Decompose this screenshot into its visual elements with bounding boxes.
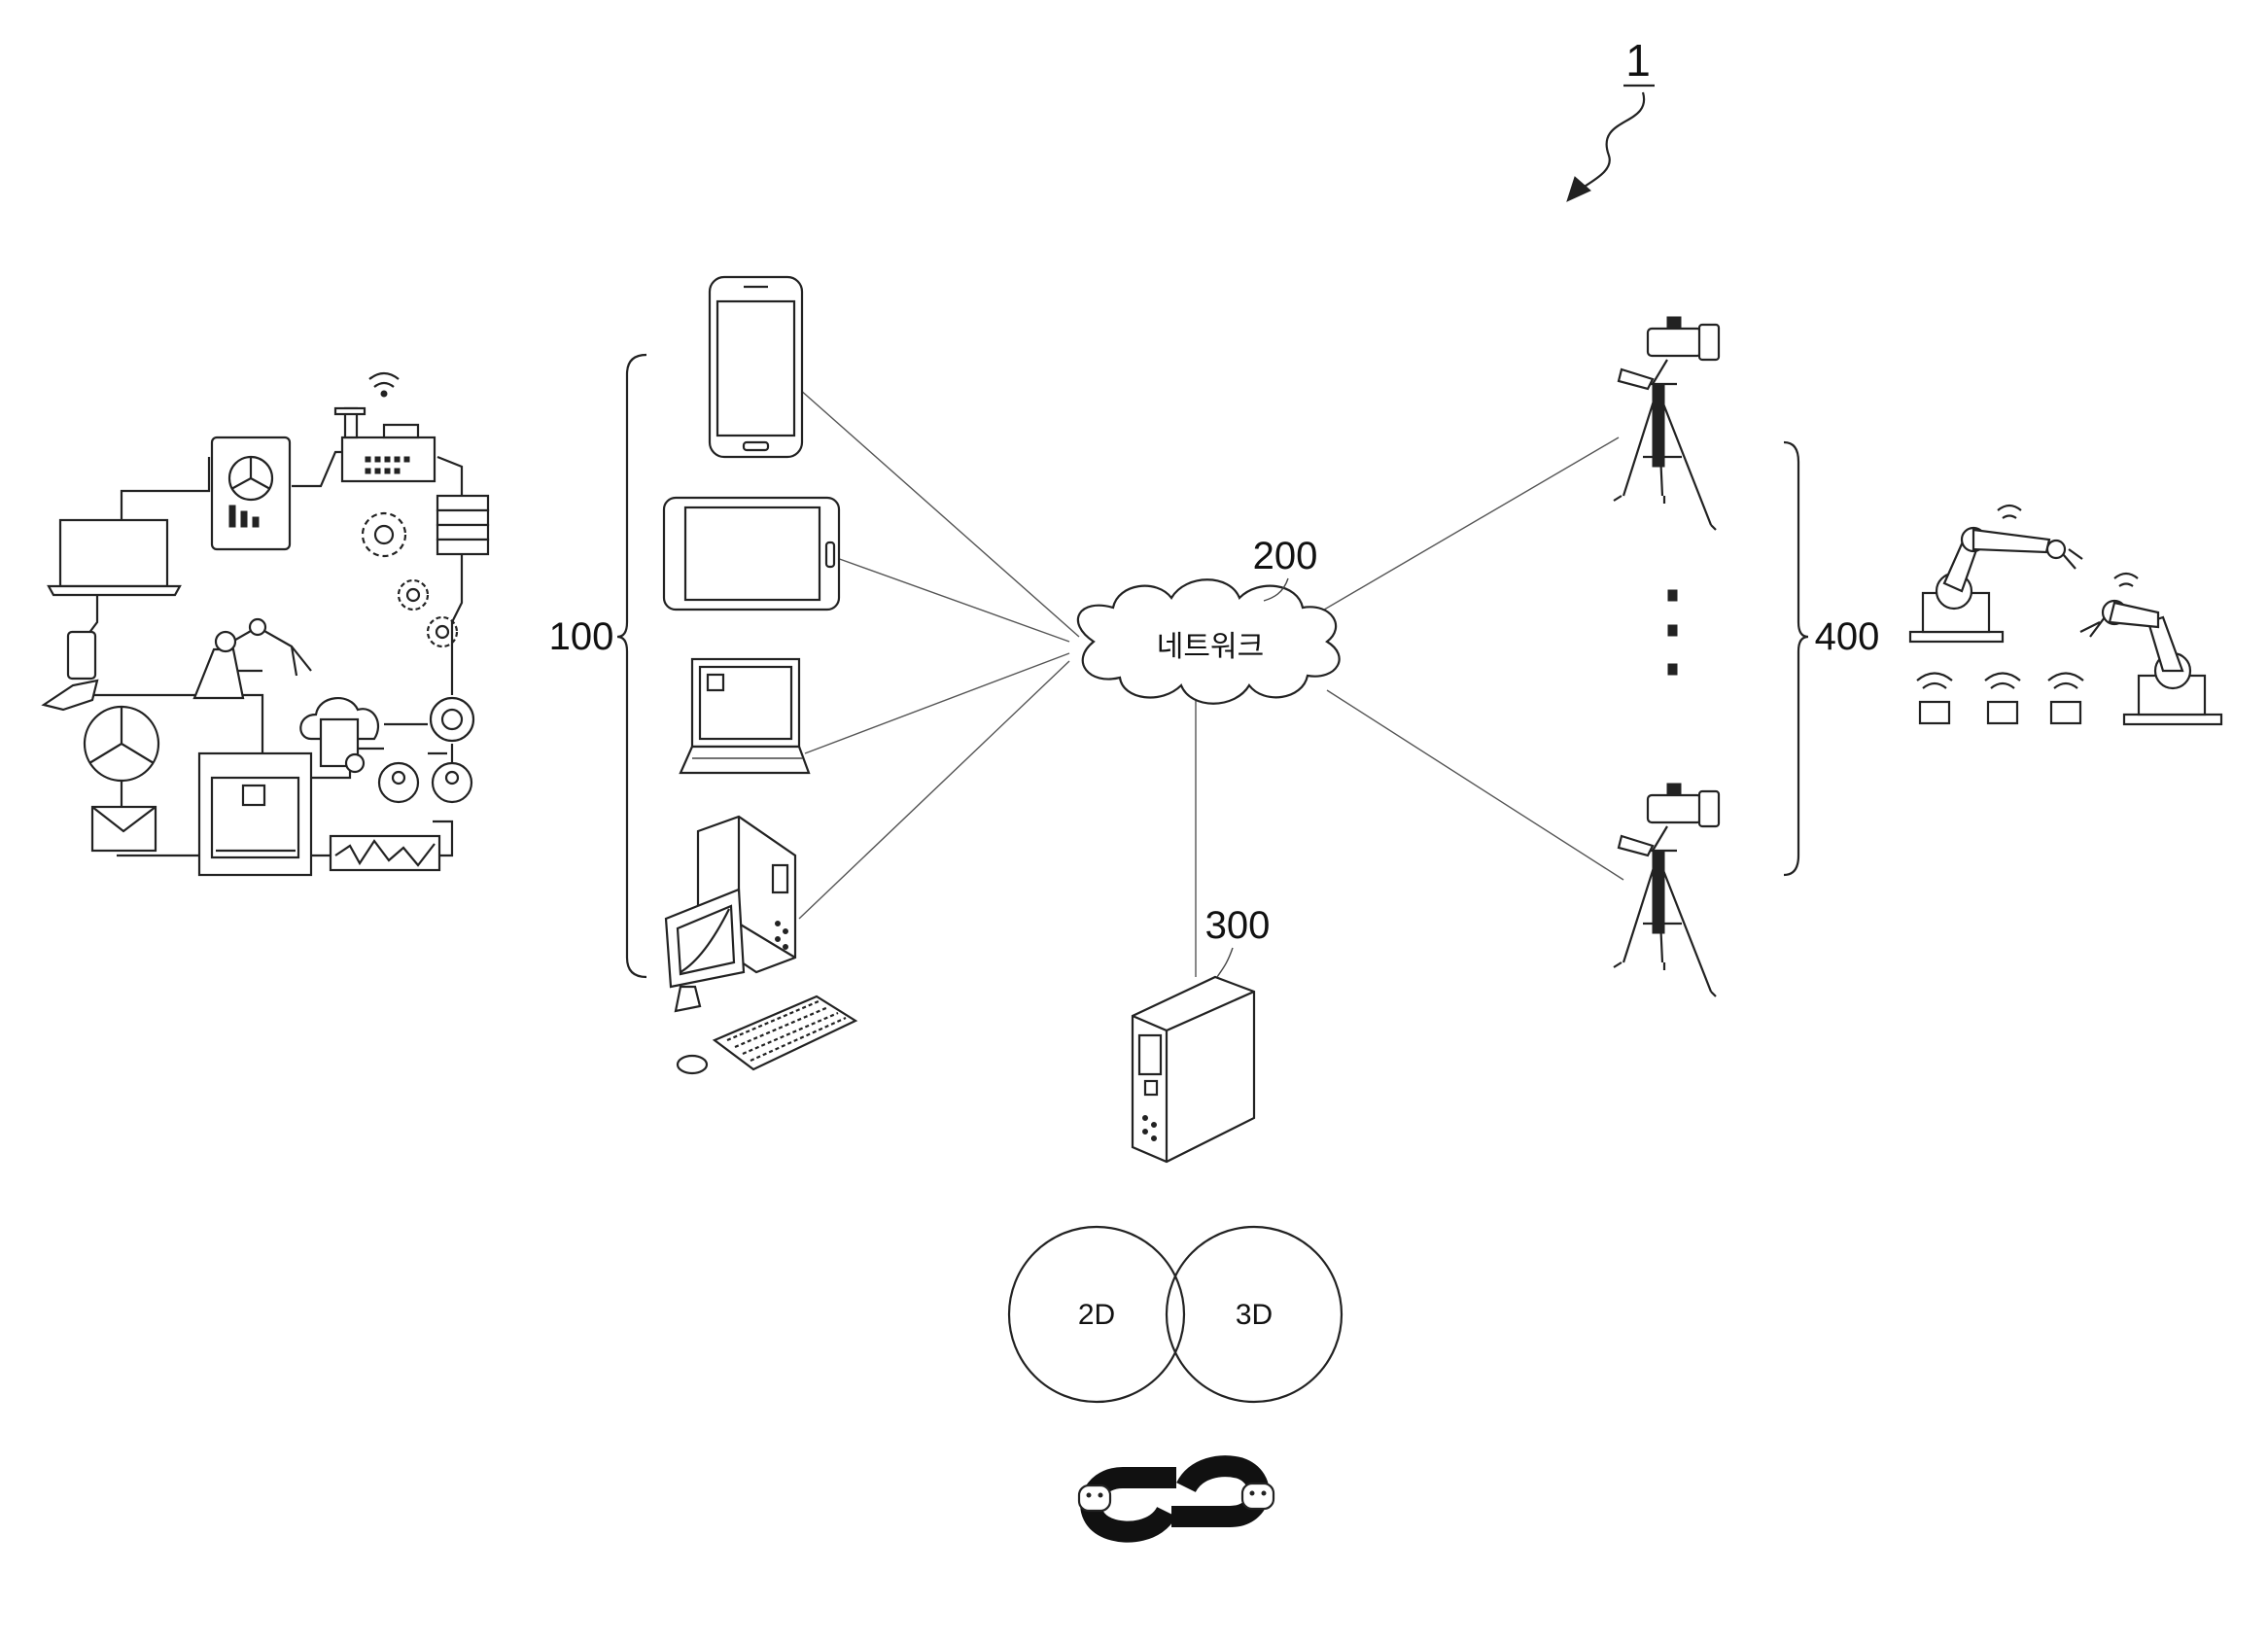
waveform-icon [329,834,441,872]
robot-arm-icon [192,617,312,700]
server-rack-icon [436,494,490,556]
laptop-terminal-icon [679,657,811,775]
robot-arm-icon [2079,572,2223,726]
3d-label: 3D [1236,1299,1273,1331]
ellipsis-dots [1667,589,1678,676]
terminals-bracket: 100 [549,353,647,979]
3d-printer-icon [197,751,313,877]
2d-circle [1007,1225,1186,1404]
cameras-bracket: 400 [1783,440,1880,877]
robot-cell-illustration [1908,504,2223,726]
camera-tripod-bottom [1613,783,1721,997]
dimension-venn: 2D 3D [1007,1225,1343,1404]
mail-icon [90,805,157,853]
system-ref-label: 1 [1625,35,1651,86]
cameras-ref-label: 400 [1815,615,1880,658]
system-reference: 1 [1566,35,1655,202]
user-icon [377,761,473,804]
smartphone-icon [708,275,804,459]
cloud-document-icon [299,696,380,774]
arrowhead-icon [1566,176,1591,202]
laptop-icon [47,518,182,597]
tablet-dashboard-icon [210,436,292,551]
smart-factory-illustration [41,371,490,877]
pie-chart-icon [83,705,160,783]
server-icon: 300 [1131,904,1271,1164]
power-icon [429,696,475,743]
tablet-icon [662,496,841,611]
network-text: 네트워크 [1157,631,1264,663]
camera-tripod-top [1613,316,1721,531]
hand-phone-icon [41,630,99,712]
terminals-ref-label: 100 [549,615,614,658]
robot-arm-icon [1908,504,2083,644]
desktop-pc-icon [664,815,858,1075]
factory-icon [333,371,436,483]
chain-link-logo [1077,1455,1275,1543]
network-cloud: 네트워크 200 [1076,535,1341,705]
2d-label: 2D [1078,1299,1115,1331]
server-ref-label: 300 [1205,904,1271,947]
3d-circle [1165,1225,1343,1404]
sensor-nodes [1916,672,2084,725]
network-links [798,388,1624,977]
network-ref-label: 200 [1253,535,1318,577]
gear-icon [361,511,459,648]
